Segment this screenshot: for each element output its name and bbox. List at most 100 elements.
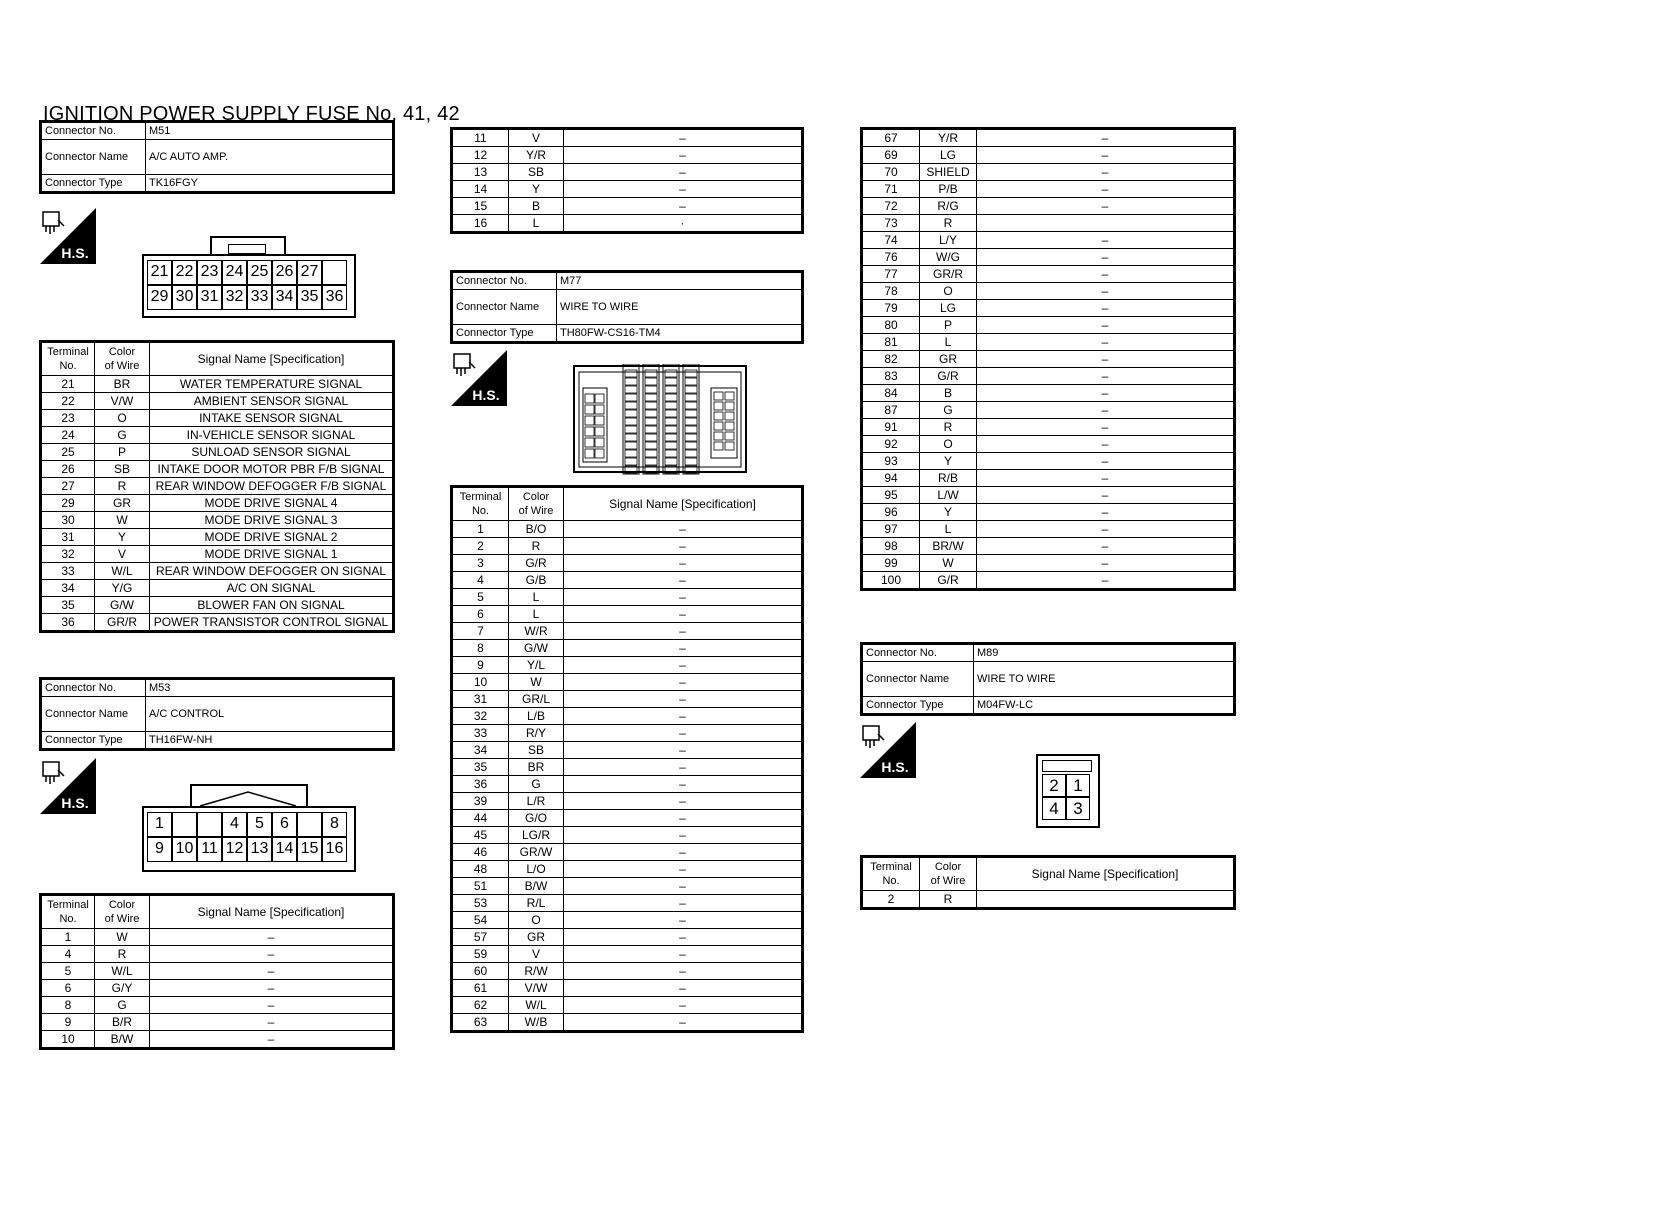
signal-name-cell: –	[976, 197, 1235, 215]
signal-name-cell: INTAKE SENSOR SIGNAL	[149, 409, 394, 427]
terminal-no-cell: 35	[40, 596, 95, 614]
connector-pin: 24	[222, 260, 247, 285]
wire-color-cell: W/L	[94, 962, 150, 980]
signal-name-cell: –	[563, 911, 803, 929]
wire-color-cell: V	[508, 128, 564, 147]
terminal-no-cell: 71	[861, 180, 920, 198]
label-connector-no: Connector No.	[40, 121, 146, 140]
signal-name-cell: –	[563, 962, 803, 980]
wire-color-cell: B/O	[508, 520, 564, 538]
terminal-no-cell: 31	[40, 528, 95, 546]
wire-color-cell: W	[94, 511, 150, 529]
terminal-no-cell: 39	[451, 792, 509, 810]
wire-color-cell: L	[508, 214, 564, 233]
connector-pin: 29	[147, 285, 172, 310]
wire-color-cell: P	[919, 316, 977, 334]
wire-color-cell: G	[94, 996, 150, 1014]
wire-color-cell: BR	[508, 758, 564, 776]
terminal-no-cell: 32	[40, 545, 95, 563]
wire-color-cell: O	[919, 435, 977, 453]
hs-badge-m89: H.S.	[860, 722, 916, 783]
terminal-no-cell: 63	[451, 1013, 509, 1032]
terminal-no-cell: 5	[451, 588, 509, 606]
wire-color-cell: B	[919, 384, 977, 402]
connector-pin: 6	[272, 812, 297, 837]
signal-name-cell: –	[563, 656, 803, 674]
terminal-no-cell: 27	[40, 477, 95, 495]
signal-name-cell: –	[976, 418, 1235, 436]
wire-color-cell: V	[508, 945, 564, 963]
signal-name-cell: –	[976, 333, 1235, 351]
connector-pin: 1	[1066, 774, 1090, 797]
terminal-no-cell: 73	[861, 214, 920, 232]
wire-color-cell: G/Y	[94, 979, 150, 997]
connector-pin: 16	[322, 837, 347, 862]
wire-color-cell: G/B	[508, 571, 564, 589]
signal-name-cell: –	[563, 826, 803, 844]
terminal-no-cell: 13	[451, 163, 509, 181]
wire-color-cell: Y	[919, 503, 977, 521]
terminal-no-cell: 79	[861, 299, 920, 317]
terminal-no-cell: 60	[451, 962, 509, 980]
connector-pin: 25	[247, 260, 272, 285]
terminal-no-cell: 95	[861, 486, 920, 504]
signal-name-cell: –	[976, 537, 1235, 555]
signal-name-cell: REAR WINDOW DEFOGGER ON SIGNAL	[149, 562, 394, 580]
connector-pin: 14	[272, 837, 297, 862]
terminal-no-cell: 78	[861, 282, 920, 300]
connector-pin	[322, 260, 347, 285]
terminal-no-cell: 26	[40, 460, 95, 478]
terminal-no-cell: 51	[451, 877, 509, 895]
wire-color-cell: Y/G	[94, 579, 150, 597]
connector-name-value: WIRE TO WIRE	[556, 289, 803, 325]
wire-color-cell: Y/R	[919, 128, 977, 147]
terminal-no-cell: 74	[861, 231, 920, 249]
signal-name-cell: –	[563, 741, 803, 759]
wire-color-cell: O	[94, 409, 150, 427]
terminal-no-cell: 6	[451, 605, 509, 623]
terminal-no-cell: 91	[861, 418, 920, 436]
terminal-no-cell: 54	[451, 911, 509, 929]
signal-name-cell: –	[563, 554, 803, 572]
wire-color-cell: P	[94, 443, 150, 461]
label-connector-name: Connector Name	[40, 696, 146, 732]
terminal-no-cell: 2	[861, 890, 920, 909]
signal-name-cell: –	[976, 146, 1235, 164]
terminal-no-cell: 80	[861, 316, 920, 334]
wire-color-cell: G	[94, 426, 150, 444]
terminal-no-cell: 4	[40, 945, 95, 963]
wire-color-cell: B/R	[94, 1013, 150, 1031]
terminal-no-cell: 61	[451, 979, 509, 997]
signal-name-cell: BLOWER FAN ON SIGNAL	[149, 596, 394, 614]
signal-name-cell: –	[563, 758, 803, 776]
wire-color-cell: B	[508, 197, 564, 215]
signal-name-cell: –	[563, 928, 803, 946]
connector-pin: 21	[147, 260, 172, 285]
wire-color-cell: Y/L	[508, 656, 564, 674]
terminal-no-cell: 10	[451, 673, 509, 691]
label-connector-type: Connector Type	[40, 174, 146, 193]
connector-face-m77	[573, 363, 748, 481]
terminal-no-cell: 24	[40, 426, 95, 444]
signal-name-cell: WATER TEMPERATURE SIGNAL	[149, 375, 394, 393]
terminal-no-cell: 45	[451, 826, 509, 844]
